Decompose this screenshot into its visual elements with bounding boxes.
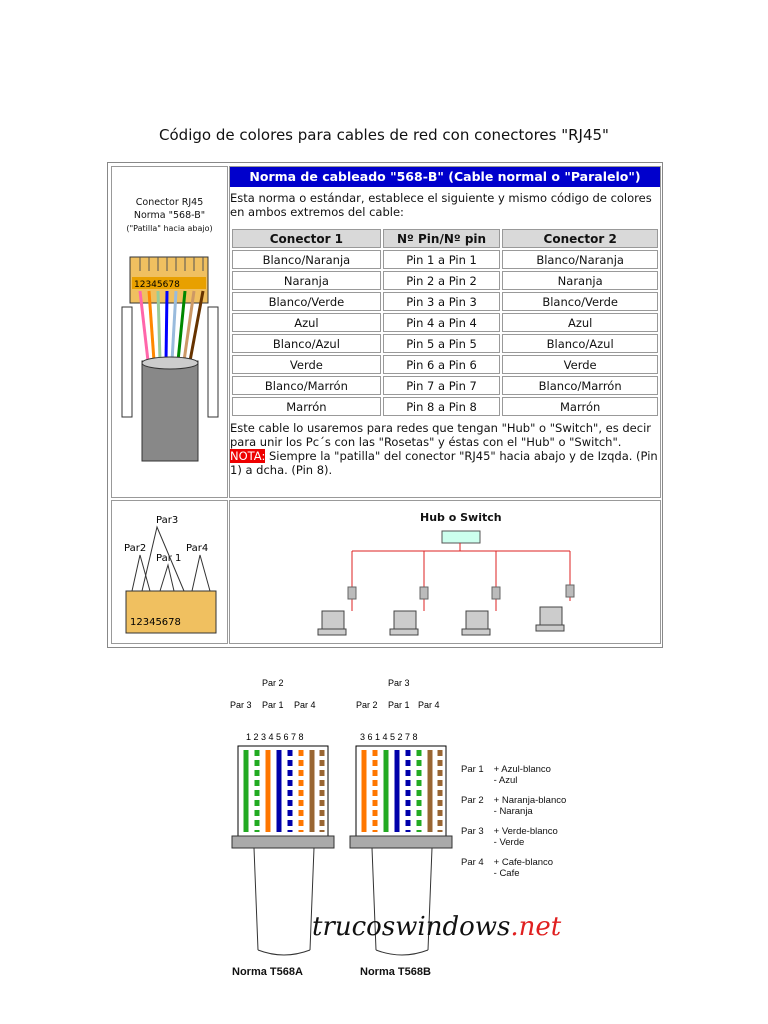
left-par1: Par 1 xyxy=(262,700,284,710)
legend-minus: - Verde xyxy=(493,837,525,848)
table-cell: Pin 4 a Pin 4 xyxy=(382,313,501,332)
table-cell: Blanco/Naranja xyxy=(502,250,658,269)
pairs-legend: Par 1 + Azul-blanco - Azul Par 2 + Naran… xyxy=(461,764,566,888)
pair-pin-numbers: 12345678 xyxy=(130,617,181,628)
left-pins: 1 2 3 4 5 6 7 8 xyxy=(246,732,304,742)
left-par2: Par 2 xyxy=(262,678,284,688)
table-cell: Azul xyxy=(232,313,381,332)
legend-par: Par 2 xyxy=(461,795,484,806)
caption-t568a: Norma T568A xyxy=(232,966,303,978)
pairs-diagram-cell: Par3 Par2 Par 1 Par4 12345678 xyxy=(111,500,228,644)
table-cell: Pin 1 a Pin 1 xyxy=(382,250,501,269)
rj45-connector-icon: 12345678 xyxy=(121,256,219,462)
legend-minus: - Naranja xyxy=(493,806,533,817)
table-cell: Blanco/Azul xyxy=(502,334,658,353)
table-cell: Pin 6 a Pin 6 xyxy=(382,355,501,374)
column-header-1: Conector 1 xyxy=(232,229,381,248)
legend-plus: + Naranja-blanco xyxy=(493,795,567,806)
hub-label: Hub o Switch xyxy=(420,511,502,524)
t568-illustration: Par 2 Par 3 Par 1 Par 4 1 2 3 4 5 6 7 8 … xyxy=(222,660,558,990)
pin-table: Conector 1 Nº Pin/Nº pin Conector 2 Blan… xyxy=(230,227,660,418)
legend-par: Par 3 xyxy=(461,826,484,837)
table-cell: Marrón xyxy=(232,397,381,416)
table-cell: Blanco/Marrón xyxy=(502,376,658,395)
table-cell: Azul xyxy=(502,313,658,332)
right-par1: Par 1 xyxy=(388,700,410,710)
left-par4: Par 4 xyxy=(294,700,316,710)
table-cell: Pin 2 a Pin 2 xyxy=(382,271,501,290)
legend-minus: - Cafe xyxy=(493,868,520,879)
network-diagram-cell: Hub o Switch xyxy=(229,500,661,644)
brand-watermark: trucoswindows.net xyxy=(312,912,561,942)
table-cell: Verde xyxy=(232,355,381,374)
nota-badge: NOTA: xyxy=(230,449,266,463)
left-par3: Par 3 xyxy=(230,700,252,710)
right-par2: Par 2 xyxy=(356,700,378,710)
caption-t568b: Norma T568B xyxy=(360,966,431,978)
legend-par: Par 1 xyxy=(461,764,484,775)
table-cell: Marrón xyxy=(502,397,658,416)
right-pins: 3 6 1 4 5 2 7 8 xyxy=(360,732,418,742)
usage-note-text: Este cable lo usaremos para redes que te… xyxy=(230,421,651,449)
legend-plus: + Azul-blanco xyxy=(493,764,551,775)
nota-text: Siempre la "patilla" del conector "RJ45"… xyxy=(230,449,658,477)
usage-note: Este cable lo usaremos para redes que te… xyxy=(230,421,658,477)
table-cell: Blanco/Verde xyxy=(232,292,381,311)
page-title: Código de colores para cables de red con… xyxy=(159,126,609,144)
info-table-frame: Conector RJ45 Norma "568-B" ("Patilla" h… xyxy=(107,162,663,648)
legend-par: Par 4 xyxy=(461,857,484,868)
table-cell: Blanco/Marrón xyxy=(232,376,381,395)
brand-tld: .net xyxy=(510,912,562,942)
connector-caption-1: Conector RJ45 xyxy=(135,197,204,208)
table-cell: Pin 8 a Pin 8 xyxy=(382,397,501,416)
legend-minus: - Azul xyxy=(493,775,518,786)
column-header-2: Nº Pin/Nº pin xyxy=(382,229,501,248)
table-cell: Naranja xyxy=(502,271,658,290)
table-header: Norma de cableado "568-B" (Cable normal … xyxy=(230,167,660,187)
right-par4: Par 4 xyxy=(418,700,440,710)
table-cell: Pin 3 a Pin 3 xyxy=(382,292,501,311)
t568-connectors-icon: Par 2 Par 3 Par 1 Par 4 1 2 3 4 5 6 7 8 … xyxy=(230,678,453,956)
connector-illustration-cell: Conector RJ45 Norma "568-B" ("Patilla" h… xyxy=(111,166,228,498)
pairs-diagram-icon: Par3 Par2 Par 1 Par4 12345678 xyxy=(124,515,217,634)
par3-label: Par3 xyxy=(156,515,178,526)
table-intro: Esta norma o estándar, establece el sigu… xyxy=(230,191,652,219)
pin-numbers-label: 12345678 xyxy=(134,280,180,290)
table-cell: Blanco/Naranja xyxy=(232,250,381,269)
list-item: Par 1 + Azul-blanco - Azul xyxy=(461,764,566,786)
brand-main: trucoswindows xyxy=(312,912,511,942)
column-header-3: Conector 2 xyxy=(502,229,658,248)
table-cell: Pin 5 a Pin 5 xyxy=(382,334,501,353)
right-par3: Par 3 xyxy=(388,678,410,688)
legend-plus: + Verde-blanco xyxy=(493,826,558,837)
list-item: Par 4 + Cafe-blanco - Cafe xyxy=(461,857,566,879)
legend-plus: + Cafe-blanco xyxy=(493,857,554,868)
list-item: Par 2 + Naranja-blanco - Naranja xyxy=(461,795,566,817)
color-code-cell: Norma de cableado "568-B" (Cable normal … xyxy=(229,166,661,498)
table-cell: Naranja xyxy=(232,271,381,290)
connector-caption-2: Norma "568-B" xyxy=(133,210,206,221)
connector-caption-3: ("Patilla" hacia abajo) xyxy=(126,224,213,233)
table-cell: Verde xyxy=(502,355,658,374)
network-topology-icon xyxy=(317,530,575,636)
table-cell: Blanco/Verde xyxy=(502,292,658,311)
par2-label: Par2 xyxy=(124,543,146,554)
table-cell: Blanco/Azul xyxy=(232,334,381,353)
table-cell: Pin 7 a Pin 7 xyxy=(382,376,501,395)
par1-label: Par 1 xyxy=(156,553,181,564)
par4-label: Par4 xyxy=(186,543,208,554)
list-item: Par 3 + Verde-blanco - Verde xyxy=(461,826,566,848)
